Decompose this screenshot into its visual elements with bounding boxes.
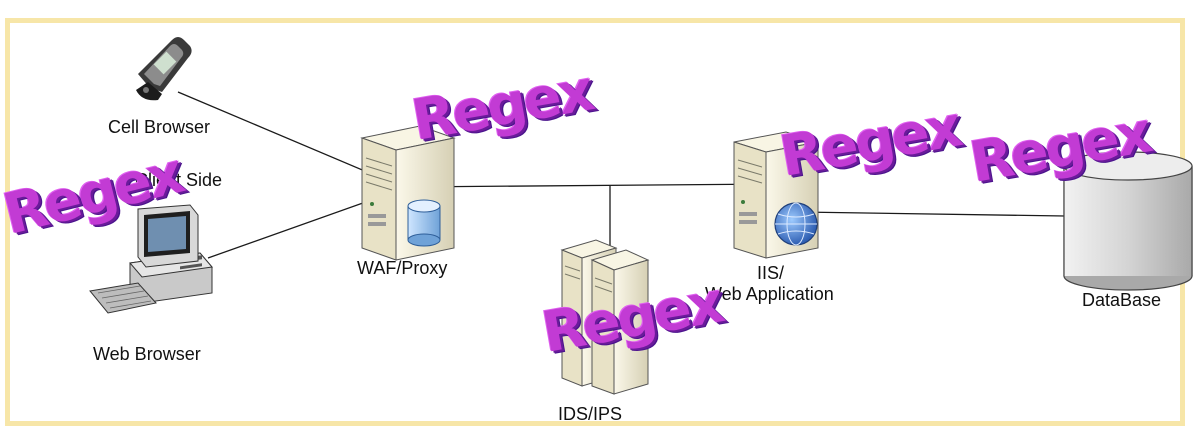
waf-proxy-server-icon [360,125,456,261]
iis-label: IIS/ [757,263,785,283]
desktop-computer-icon [89,204,213,314]
client-side-label: Client Side [135,170,223,190]
database-icon [1063,151,1193,291]
ids-ips-label: IDS/IPS [558,404,623,424]
cell-browser-label: Cell Browser [108,117,211,137]
web-browser-label: Web Browser [93,344,201,364]
cell-phone-icon [136,37,192,101]
iis-server-icon [733,131,819,259]
web-application-label: Web Application [705,284,834,304]
waf-proxy-label: WAF/Proxy [357,258,448,278]
proxy-database-icon [407,199,441,247]
ids-ips-server-icon [560,239,650,395]
link-waf-to-iis [404,183,776,188]
database-label: DataBase [1082,290,1162,310]
globe-icon [774,202,818,246]
